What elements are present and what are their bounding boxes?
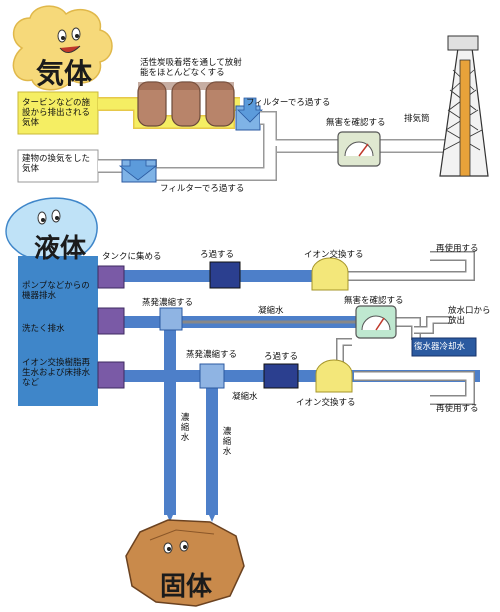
- gas-cloud-mascot: [12, 5, 113, 91]
- liquid-source-laundry: 洗たく排水: [22, 324, 65, 334]
- section-label-liquid: 液体: [34, 234, 87, 264]
- condensate-label-1: 凝縮水: [258, 306, 284, 316]
- collection-tanks: [97, 265, 125, 389]
- liquid-source-band: [18, 256, 98, 406]
- exhaust-stack: [439, 35, 489, 177]
- discharge-label: 放水口から放出: [448, 306, 491, 327]
- gas-filter-2: [118, 159, 158, 183]
- reuse-label-2: 再使用する: [436, 404, 479, 414]
- gas-filter-label-1: フィルターでろ過する: [246, 98, 331, 108]
- filtration-label-1: ろ過する: [200, 250, 235, 260]
- stack-label: 排気筒: [404, 114, 430, 124]
- ion-exchange-label-1: イオン交換する: [304, 250, 364, 260]
- tank-label: タンクに集める: [102, 252, 162, 262]
- liquid-source-resin: イオン交換樹脂再生水および床排水など: [22, 358, 91, 389]
- section-label-solid: 固体: [160, 572, 213, 602]
- condenser-cooling-label: 復水器冷却水: [414, 342, 466, 352]
- liquid-reuse-pipes: [180, 251, 475, 405]
- gas-source-band: [17, 91, 99, 183]
- gas-source-building: 建物の換気をした気体: [22, 154, 91, 175]
- liquid-filters: [209, 261, 299, 389]
- charcoal-tower-label: 活性炭吸着塔を通して放射能をほとんどなくする: [140, 58, 242, 79]
- ion-exchangers: [311, 257, 353, 393]
- condenser-cooling-box: [411, 337, 477, 357]
- filtration-label-2: ろ過する: [264, 352, 299, 362]
- gas-monitor-label: 無害を確認する: [326, 118, 386, 128]
- evaporator-label-1: 蒸発濃縮する: [142, 298, 194, 308]
- liquid-droplet-mascot: [5, 197, 98, 262]
- gas-filter-label-2: フィルターでろ過する: [160, 184, 245, 194]
- liquid-monitor-label: 無害を確認する: [344, 296, 404, 306]
- liquid-main-pipes: [98, 270, 480, 522]
- gas-monitor-gauge: [337, 131, 381, 167]
- charcoal-towers: [137, 81, 235, 127]
- gas-source-turbine: タービンなどの施設から排出される気体: [22, 98, 91, 129]
- section-label-gas: 気体: [36, 57, 93, 90]
- evaporators: [159, 307, 225, 389]
- condensate-label-2: 凝縮水: [232, 392, 258, 402]
- ion-exchange-label-2: イオン交換する: [296, 398, 356, 408]
- liquid-monitor-gauge: [355, 305, 397, 339]
- solid-rock-mascot: [125, 519, 245, 607]
- reuse-label-1: 再使用する: [436, 244, 479, 254]
- evaporator-label-2: 蒸発濃縮する: [186, 350, 238, 360]
- concentrate-label-2: 濃縮水: [222, 427, 232, 457]
- concentrate-label-1: 濃縮水: [180, 413, 190, 443]
- liquid-source-pump: ポンプなどからの機器排水: [22, 281, 90, 302]
